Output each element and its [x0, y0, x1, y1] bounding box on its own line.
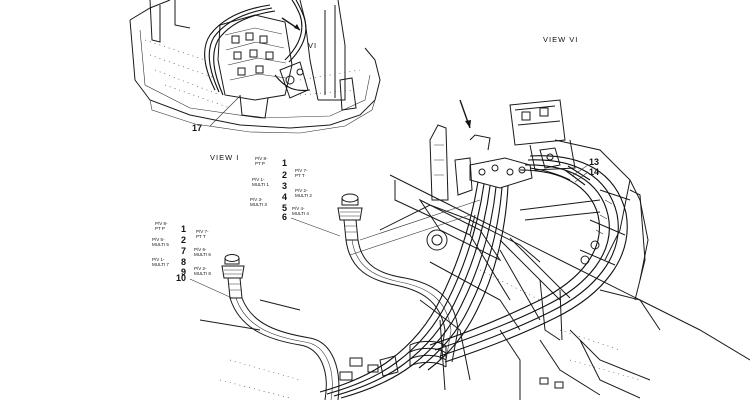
- tag-text: PT P: [255, 161, 265, 166]
- main-view: 13 14: [199, 99, 750, 400]
- tag-text: P/V 1-: [152, 257, 165, 262]
- tag-text: MULTI 1: [252, 182, 269, 187]
- tag-text: MULTI 5: [152, 242, 169, 247]
- callout-4: 4: [282, 192, 287, 202]
- callout-2: 2: [282, 170, 287, 180]
- tag-text: P/V 8-: [255, 156, 268, 161]
- tag-text: MULTI 6: [194, 252, 211, 257]
- tag-text: MULTI 4: [292, 211, 309, 216]
- tag-text: P/V 7-: [196, 229, 209, 234]
- callout-2-lower: 2: [181, 235, 186, 245]
- tag-text: P/V 4-: [292, 206, 305, 211]
- lower-tag-list: P/V 8- PT P P/V 7- PT T P/V 5- MULTI 5 P…: [152, 221, 233, 299]
- tag-text: P/V 3-: [250, 197, 263, 202]
- tag-text: P/V 8-: [155, 221, 168, 226]
- callout-10: 10: [176, 273, 186, 283]
- inset-view-vi: VI 17: [129, 0, 381, 134]
- callout-3: 3: [282, 181, 287, 191]
- pilot-connector-upper: [337, 193, 363, 241]
- pilot-connector-lower: [221, 254, 245, 299]
- callout-17: 17: [192, 123, 202, 133]
- callout-8: 8: [181, 257, 186, 267]
- view-vi-marker: VI: [308, 41, 317, 50]
- tag-text: P/V 6-: [194, 247, 207, 252]
- tag-text: MULTI 3: [250, 202, 267, 207]
- callout-14: 14: [589, 167, 599, 177]
- tag-text: P/V 5-: [152, 237, 165, 242]
- hose-clamp-coil: [409, 340, 447, 368]
- tag-text: MULTI 7: [152, 262, 169, 267]
- callout-6: 6: [282, 212, 287, 222]
- tag-text: PT P: [155, 226, 165, 231]
- tag-text: P/V 2-: [194, 266, 207, 271]
- callout-1: 1: [282, 158, 287, 168]
- upper-tag-list: P/V 8- PT P P/V 7- PT T P/V 1- MULTI 1 P…: [250, 156, 341, 237]
- callout-1-lower: 1: [181, 224, 186, 234]
- tag-text: PT T: [295, 173, 305, 178]
- view-vi-label: VIEW VI: [543, 35, 578, 44]
- tag-text: P/V 1-: [252, 177, 265, 182]
- tag-text: MULTI 2: [295, 193, 312, 198]
- tag-text: P/V 7-: [295, 168, 308, 173]
- view-i-label: VIEW I: [210, 153, 239, 162]
- callout-7: 7: [181, 246, 186, 256]
- callout-9: 9: [181, 267, 186, 277]
- callout-5: 5: [282, 203, 287, 213]
- tag-text: PT T: [196, 234, 206, 239]
- tag-text: MULTI 8: [194, 271, 211, 276]
- callout-13: 13: [589, 157, 599, 167]
- tag-text: P/V 2-: [295, 188, 308, 193]
